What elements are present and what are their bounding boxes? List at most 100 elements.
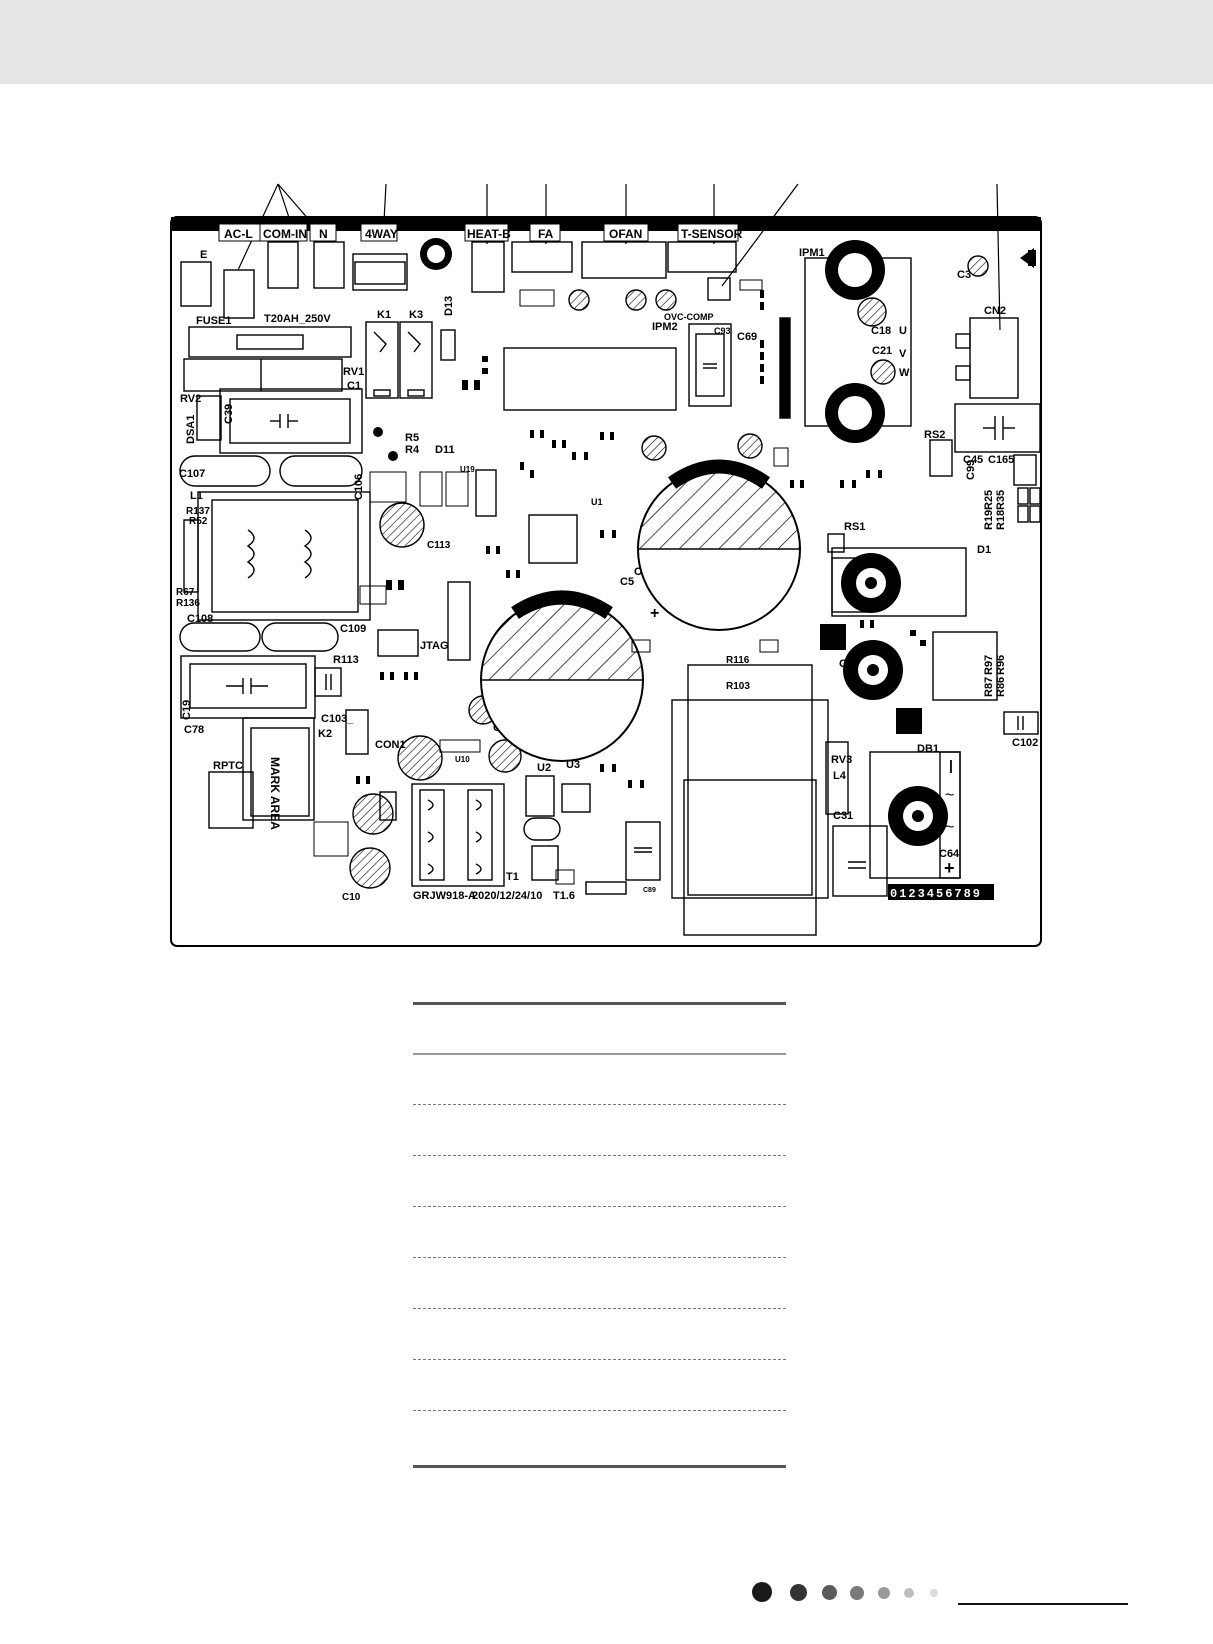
legend-table (413, 1002, 786, 1468)
l1-choke (197, 491, 371, 621)
label-c19: C19 (181, 700, 193, 720)
label-c10: C10 (342, 892, 361, 903)
label-heat-b: HEAT-B (467, 227, 511, 241)
label-rv1: RV1 (343, 366, 364, 378)
label-k3: K3 (409, 309, 423, 321)
label-c21: C21 (872, 345, 892, 357)
connector-tabs (218, 223, 739, 242)
jtag-header (447, 581, 471, 661)
label-fuse-rating: T20AH_250V (264, 313, 331, 325)
label-r86: R86 (995, 677, 1007, 697)
label-u: U (899, 325, 907, 337)
label-e: E (200, 249, 207, 261)
label-r19: R19 (983, 510, 995, 530)
label-v: V (899, 348, 907, 360)
ipm2 (503, 347, 677, 411)
label-d13: D13 (443, 296, 455, 316)
label-r116: R116 (726, 655, 750, 666)
label-c108: C108 (187, 613, 213, 625)
small-electrolytics (349, 255, 989, 889)
label-t-sensor: T-SENSOR (681, 227, 743, 241)
label-r96: R96 (995, 655, 1007, 675)
label-c1: C1 (347, 380, 361, 392)
label-c18: C18 (871, 325, 891, 337)
c107 (179, 455, 271, 487)
label-com-in: COM-IN (263, 227, 307, 241)
relay-k1 (365, 321, 399, 399)
label-rs2: RS2 (924, 429, 945, 441)
label-fuse1: FUSE1 (196, 315, 231, 327)
label-r97: R97 (983, 655, 995, 675)
label-c102: C102 (1012, 737, 1038, 749)
label-k2: K2 (318, 728, 332, 740)
label-n: N (319, 227, 328, 241)
svg-text:+: + (944, 858, 955, 878)
top-connectors (180, 241, 737, 319)
label-ofan: OFAN (609, 227, 642, 241)
label-ipm2: IPM2 (652, 321, 678, 333)
table-row-rule (413, 1257, 786, 1258)
table-row-rule (413, 1359, 786, 1360)
header-band (0, 0, 1213, 84)
label-4way: 4WAY (365, 227, 398, 241)
label-dsa1: DSA1 (185, 415, 197, 444)
table-header-rule (413, 1053, 786, 1055)
label-c113: C113 (427, 540, 451, 551)
t1-transformer (411, 783, 505, 887)
label-c106: C106 (353, 474, 365, 500)
relay-k3 (399, 321, 433, 399)
c31-cap (832, 825, 888, 897)
label-l4: L4 (833, 770, 847, 782)
label-c3: C3 (957, 269, 971, 281)
page-dot (790, 1584, 807, 1601)
label-w: W (899, 367, 910, 379)
cn2-connector (969, 317, 1019, 399)
label-l1: L1 (190, 490, 203, 502)
page-dot (850, 1586, 864, 1600)
page-dot (822, 1585, 837, 1600)
label-rptc: RPTC (213, 760, 243, 772)
svg-text:~: ~ (945, 787, 954, 804)
u1-mcu (528, 514, 578, 564)
label-r4: R4 (405, 444, 420, 456)
label-board-date: 2020/12/24/10 (472, 890, 542, 902)
label-r136: R136 (176, 598, 200, 609)
label-board-rev: T1.6 (553, 890, 575, 902)
svg-text:|: | (949, 757, 953, 773)
small-outlines (313, 279, 789, 885)
label-c93: C93 (714, 326, 731, 336)
label-u19: U19 (460, 465, 475, 474)
label-con1: CON1 (375, 739, 406, 751)
label-c165: C165 (988, 454, 1014, 466)
c78-cap (180, 655, 316, 719)
label-u1: U1 (591, 497, 603, 507)
c108 (179, 622, 261, 652)
table-row-rule (413, 1155, 786, 1156)
label-r35: R35 (995, 490, 1007, 510)
label-r113: R113 (333, 654, 359, 666)
c45-cap (954, 403, 1041, 453)
footer-rule (958, 1603, 1128, 1605)
label-r103: R103 (726, 681, 750, 692)
table-row-rule (413, 1206, 786, 1207)
label-k1: K1 (377, 309, 391, 321)
label-ovc-comp: OVC-COMP (664, 312, 714, 322)
svg-text:~: ~ (945, 819, 954, 836)
c93-cap (688, 323, 732, 407)
label-d1: D1 (977, 544, 991, 556)
c89-cap (625, 821, 661, 881)
label-ipm1: IPM1 (799, 247, 825, 259)
label-c5: C5 (620, 576, 634, 588)
page-dot (878, 1587, 890, 1599)
table-row-rule (413, 1308, 786, 1309)
label-jtag: JTAG (420, 640, 449, 652)
d1-g1-toroids (841, 553, 948, 846)
page-dot (930, 1589, 938, 1597)
label-c78: C78 (184, 724, 204, 736)
label-mark-area: MARK AREA (268, 757, 282, 830)
page-dots (752, 1582, 952, 1606)
svg-text:+: + (650, 605, 659, 622)
label-board-code: GRJW918-A (413, 890, 476, 902)
rptc (208, 771, 254, 829)
label-c69: C69 (737, 331, 757, 343)
